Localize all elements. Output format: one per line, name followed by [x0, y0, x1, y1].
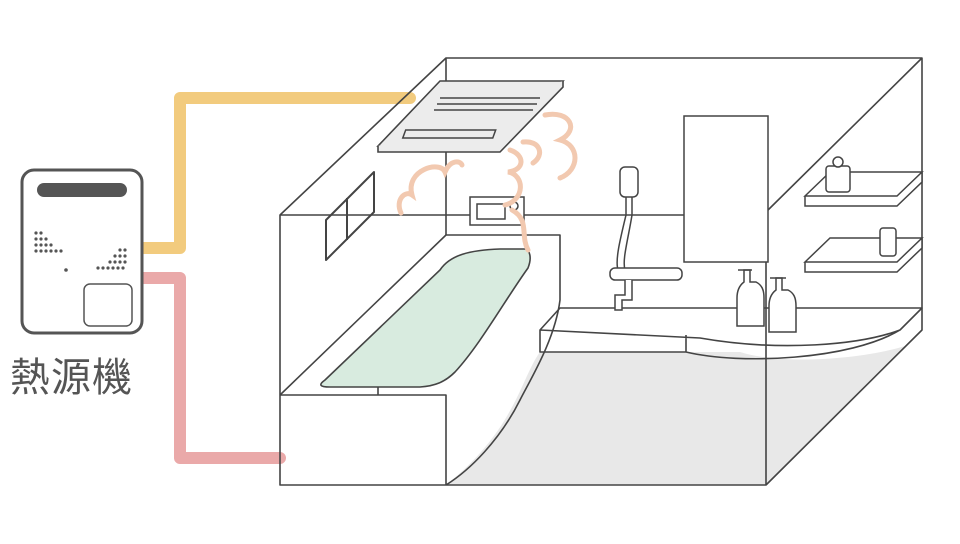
steam — [396, 111, 578, 253]
floor — [446, 346, 905, 485]
shower — [609, 166, 683, 311]
bath-water — [320, 248, 531, 388]
heat-source-label: 熱源機 — [10, 355, 133, 401]
window — [325, 171, 375, 261]
gas-pipe — [136, 92, 416, 254]
vent-dots-left — [34, 231, 68, 272]
counter — [539, 307, 923, 360]
vent-dots-right — [96, 248, 127, 270]
mirror — [683, 115, 769, 263]
ceiling-dryer-unit — [376, 80, 565, 153]
hot-water-pipe — [136, 272, 286, 464]
heat-source-unit — [20, 168, 144, 335]
bottles — [736, 269, 797, 333]
shelves — [803, 156, 924, 273]
room-outline — [279, 57, 923, 486]
